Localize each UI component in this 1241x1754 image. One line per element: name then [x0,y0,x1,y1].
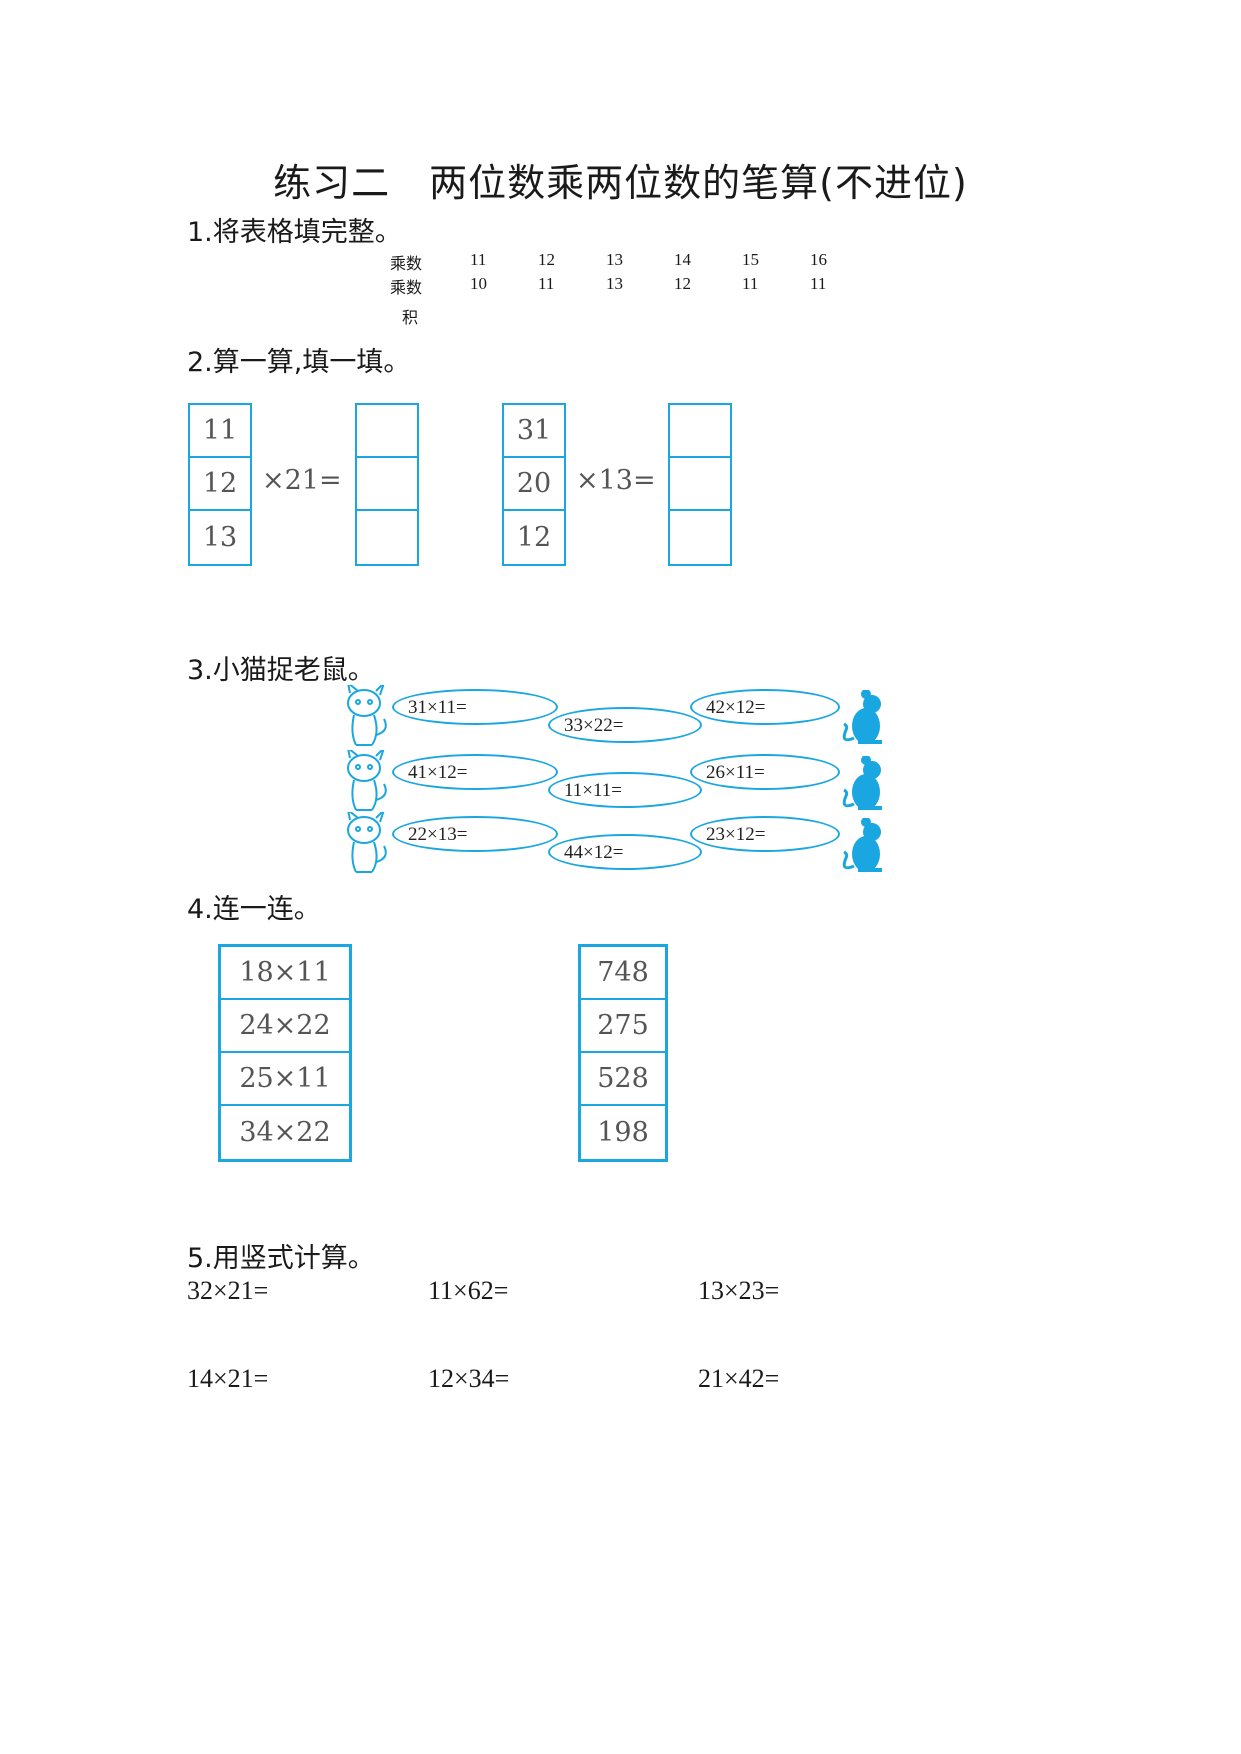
expression-item[interactable]: 25×11 [221,1053,349,1106]
cat-icon [347,812,387,873]
expression-item[interactable]: 34×22 [239,1117,331,1148]
table-cell: 10 [470,274,487,293]
table-cell: 11 [538,274,555,293]
calculation-item: 14×21= [187,1364,269,1393]
calculation-item: 13×23= [698,1276,780,1305]
equation-text: 44×12= [564,842,624,863]
equation-oval[interactable]: 33×22= [548,707,702,743]
equation-oval[interactable]: 26×11= [690,754,840,790]
page-title: 练习二 两位数乘两位数的笔算(不进位) [273,161,968,205]
table-row-label: 乘数 [390,278,423,297]
answer-cell[interactable] [357,405,417,458]
equation-text: 22×13= [408,824,468,845]
question-2-heading: 2.算一算,填一填。 [187,347,411,378]
equation-text: 42×12= [706,697,766,718]
result-item[interactable]: 748 [581,947,665,1000]
calculation-item: 32×21= [187,1276,269,1305]
question-3-heading: 3.小猫捉老鼠。 [187,655,375,686]
result-column: 748 275 528 198 [578,944,668,1162]
calculation-item: 12×34= [428,1364,510,1393]
equation-oval[interactable]: 22×13= [392,816,558,852]
equation-text: 33×22= [564,715,624,736]
result-item[interactable]: 275 [581,1000,665,1053]
cat-icon [347,750,387,811]
equation-oval[interactable]: 23×12= [690,816,840,852]
table-cell: 16 [810,250,827,269]
answer-box-right[interactable] [668,403,732,566]
question-5-heading: 5.用竖式计算。 [187,1243,375,1274]
answer-cell[interactable] [670,511,730,564]
multiplicand-box-left: 11 12 13 [188,403,252,566]
multiply-operator: ×13= [576,465,656,496]
cat-icon [347,685,387,746]
equation-oval[interactable]: 42×12= [690,689,840,725]
equation-oval[interactable]: 31×11= [392,689,558,725]
box-value: 13 [202,522,238,553]
answer-cell[interactable] [670,405,730,458]
equation-text: 11×11= [564,780,623,801]
expression-column: 18×11 24×22 25×11 34×22 [218,944,352,1162]
equation-text: 31×11= [408,697,467,718]
table-cell: 15 [742,250,759,269]
mouse-icon [842,818,882,872]
question-1-heading: 1.将表格填完整。 [187,217,402,248]
table-cell: 11 [742,274,759,293]
equation-oval[interactable]: 44×12= [548,834,702,870]
table-row-label: 乘数 [390,254,423,273]
box-value: 12 [190,458,250,511]
expression-item[interactable]: 18×11 [221,947,349,1000]
table-cell: 14 [674,250,691,269]
table-row-label: 积 [402,308,419,327]
multiplicand-box-right: 31 20 12 [502,403,566,566]
table-cell: 11 [810,274,827,293]
question-4-heading: 4.连一连。 [187,894,321,925]
mouse-icon [842,690,882,744]
multiplication-table: 乘数 乘数 积 11 12 13 14 15 16 10 11 13 12 11… [390,250,850,330]
equation-oval[interactable]: 11×11= [548,772,702,808]
multiply-operator: ×21= [262,465,342,496]
table-cell: 13 [606,250,623,269]
equation-oval[interactable]: 41×12= [392,754,558,790]
answer-box-left[interactable] [355,403,419,566]
table-cell: 13 [606,274,623,293]
table-cell: 12 [538,250,555,269]
box-value: 12 [516,522,552,553]
answer-cell[interactable] [670,458,730,511]
expression-item[interactable]: 24×22 [221,1000,349,1053]
table-cell: 12 [674,274,691,293]
box-value: 31 [504,405,564,458]
box-value: 20 [504,458,564,511]
mouse-icon [842,756,882,810]
equation-text: 41×12= [408,762,468,783]
box-value: 11 [190,405,250,458]
answer-cell[interactable] [357,458,417,511]
calculation-item: 21×42= [698,1364,780,1393]
result-item[interactable]: 198 [597,1117,649,1148]
result-item[interactable]: 528 [581,1053,665,1106]
equation-text: 23×12= [706,824,766,845]
answer-cell[interactable] [357,511,417,564]
equation-text: 26×11= [706,762,765,783]
calculation-item: 11×62= [428,1276,509,1305]
table-cell: 11 [470,250,487,269]
